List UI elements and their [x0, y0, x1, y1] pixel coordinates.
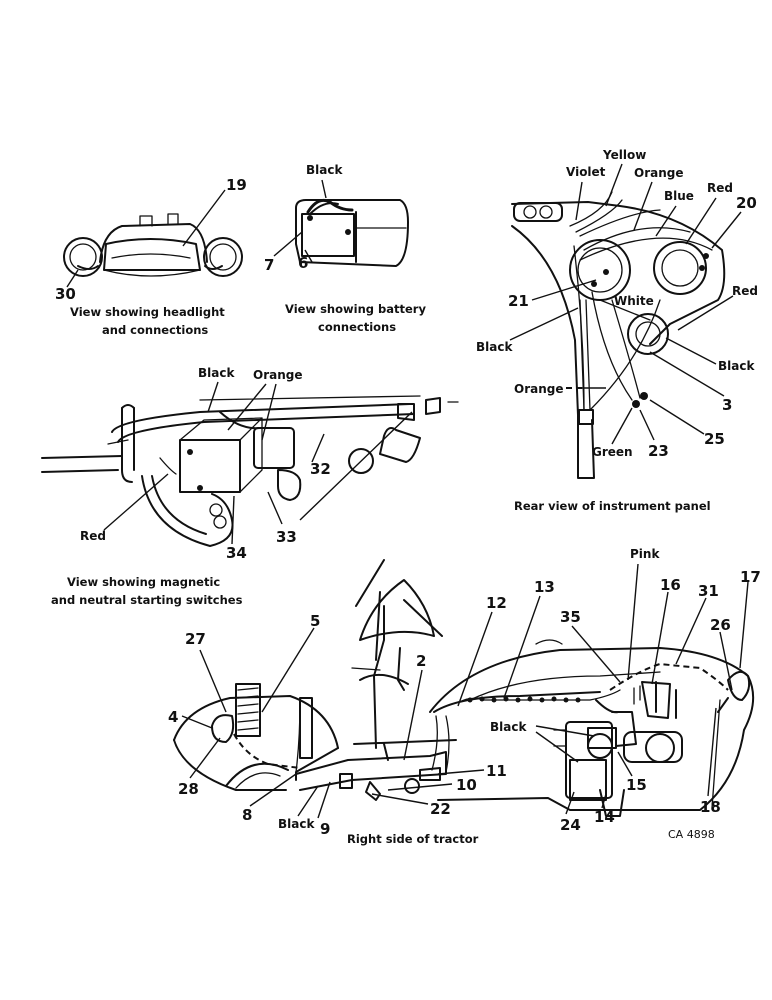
panel-label-white: White: [614, 294, 654, 308]
panel-caption: Rear view of instrument panel: [514, 499, 711, 513]
callout-17: 17: [740, 568, 761, 586]
callout-33: 33: [276, 528, 297, 546]
callout-3: 3: [722, 396, 732, 414]
battery-caption-line2: connections: [318, 320, 396, 334]
panel-label-green: Green: [592, 445, 633, 459]
tractor-caption: Right side of tractor: [347, 832, 479, 846]
callout-32: 32: [310, 460, 331, 478]
panel-label-red-top: Red: [707, 181, 733, 195]
callout-21: 21: [508, 292, 529, 310]
tractor-label-pink: Pink: [630, 547, 660, 561]
figure-code: CA 4898: [668, 828, 715, 841]
callout-18: 18: [700, 798, 721, 816]
panel-label-blue: Blue: [664, 189, 694, 203]
panel-label-black-left: Black: [476, 340, 513, 354]
panel-label-yellow: Yellow: [602, 148, 646, 162]
callout-25: 25: [704, 430, 725, 448]
callout-8: 8: [242, 806, 252, 824]
headlight-caption-line1: View showing headlight: [70, 305, 225, 319]
callout-4: 4: [168, 708, 178, 726]
switch-label-black: Black: [198, 366, 235, 380]
callout-22: 22: [430, 800, 451, 818]
callout-26: 26: [710, 616, 731, 634]
callout-13: 13: [534, 578, 555, 596]
callout-5: 5: [310, 612, 320, 630]
callout-23: 23: [648, 442, 669, 460]
callout-28: 28: [178, 780, 199, 798]
tractor-drawing: [173, 559, 755, 817]
callout-15: 15: [626, 776, 647, 794]
headlight-view: 19 30 View showing headlight and connect…: [55, 176, 247, 337]
callout-31: 31: [698, 582, 719, 600]
battery-label-black: Black: [306, 163, 343, 177]
callout-7: 7: [264, 256, 274, 274]
headlight-drawing: [63, 213, 243, 277]
callout-19: 19: [226, 176, 247, 194]
panel-label-orange-left: Orange: [514, 382, 564, 396]
instrument-panel-view: Yellow Violet Orange Blue Red 20 Red 21 …: [476, 148, 758, 513]
panel-label-black-right: Black: [718, 359, 755, 373]
callout-12: 12: [486, 594, 507, 612]
switch-label-red: Red: [80, 529, 106, 543]
panel-label-orange-top: Orange: [634, 166, 684, 180]
battery-drawing: [295, 198, 409, 267]
callout-10: 10: [456, 776, 477, 794]
callout-20: 20: [736, 194, 757, 212]
callout-35: 35: [560, 608, 581, 626]
callout-2: 2: [416, 652, 426, 670]
instrument-panel-drawing: [511, 191, 726, 479]
battery-view: Black 7 6 View showing battery connectio…: [264, 163, 426, 334]
switch-caption-line1: View showing magnetic: [67, 575, 220, 589]
callout-34: 34: [226, 544, 247, 562]
headlight-caption-line2: and connections: [102, 323, 208, 337]
battery-caption-line1: View showing battery: [285, 302, 426, 316]
tractor-view: 27 5 4 28 8 9 2 12 13 35 Pink 16 31 17 2…: [168, 547, 761, 846]
starting-switch-drawing: [41, 395, 459, 547]
starting-switch-view: Black Orange 32 Red 33 34 View showing m…: [41, 366, 459, 607]
tractor-label-black-mid: Black: [490, 720, 527, 734]
callout-9: 9: [320, 820, 330, 838]
callout-27: 27: [185, 630, 206, 648]
switch-caption-line2: and neutral starting switches: [51, 593, 243, 607]
callout-30: 30: [55, 285, 76, 303]
callout-11: 11: [486, 762, 507, 780]
panel-label-violet: Violet: [566, 165, 606, 179]
callout-6: 6: [298, 254, 308, 272]
callout-14: 14: [594, 808, 615, 826]
callout-16: 16: [660, 576, 681, 594]
tractor-label-black-bottom: Black: [278, 817, 315, 831]
callout-24: 24: [560, 816, 581, 834]
panel-label-red-right: Red: [732, 284, 758, 298]
switch-label-orange: Orange: [253, 368, 303, 382]
